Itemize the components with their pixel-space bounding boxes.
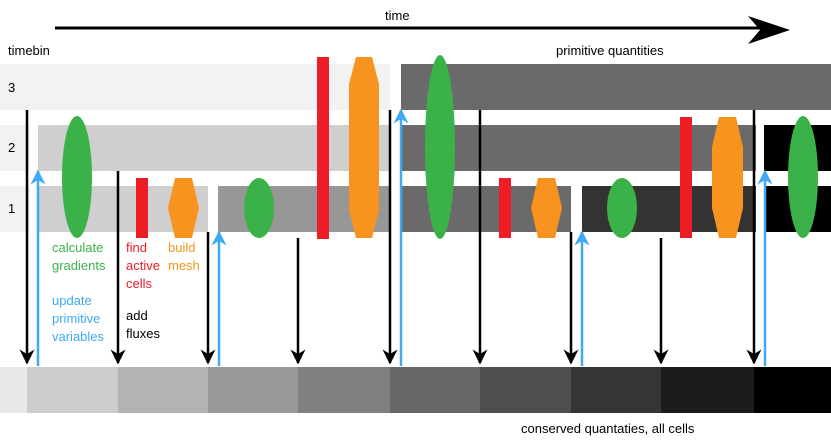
time-label: time [385,8,410,23]
conserved-segment [298,367,390,413]
gradient-marker [244,178,274,238]
timebin3-row [0,64,390,110]
build-mesh-marker [349,57,379,238]
conserved-segment [661,367,754,413]
timebin2-block-1 [38,125,390,171]
build-mesh-marker [168,178,199,238]
build-mesh-marker [712,117,743,238]
conserved-segment [571,367,661,413]
timebin3-number: 3 [8,80,15,95]
timebin-label: timebin [8,43,50,58]
primitive-quantities-label: primitive quantities [556,43,664,58]
legend-update-primitive-variables: update primitive variables [52,293,105,344]
timebin2-row [0,125,30,171]
conserved-segment [390,367,480,413]
legend-build-mesh: build mesh [168,240,200,273]
legend-add-fluxes: add fluxes [126,308,160,341]
conserved-quantities-label: conserved quantaties, all cells [521,421,695,436]
conserved-segment [480,367,571,413]
conserved-segment [118,367,208,413]
conserved-segment [27,367,118,413]
time-axis-arrowhead [748,16,790,44]
timebin1-number: 1 [8,201,15,216]
build-mesh-marker [531,178,562,238]
gradient-marker [788,116,818,238]
find-active-cells-marker [680,117,692,238]
find-active-cells-marker [499,178,511,238]
gradient-marker [62,116,92,238]
timebin1-row [0,186,30,232]
find-active-cells-marker [317,57,329,239]
timebin2-number: 2 [8,140,15,155]
conserved-segment [0,367,27,413]
timebin2-block-2 [401,125,756,171]
conserved-segment [754,367,831,413]
gradient-marker [425,55,455,239]
conserved-segment [208,367,298,413]
find-active-cells-marker [136,178,148,238]
legend-find-active-cells: find active cells [126,240,164,291]
timebin3-primitive-block [401,64,831,110]
gradient-marker [607,178,637,238]
legend-calculate-gradients: calculate gradients [52,240,107,273]
